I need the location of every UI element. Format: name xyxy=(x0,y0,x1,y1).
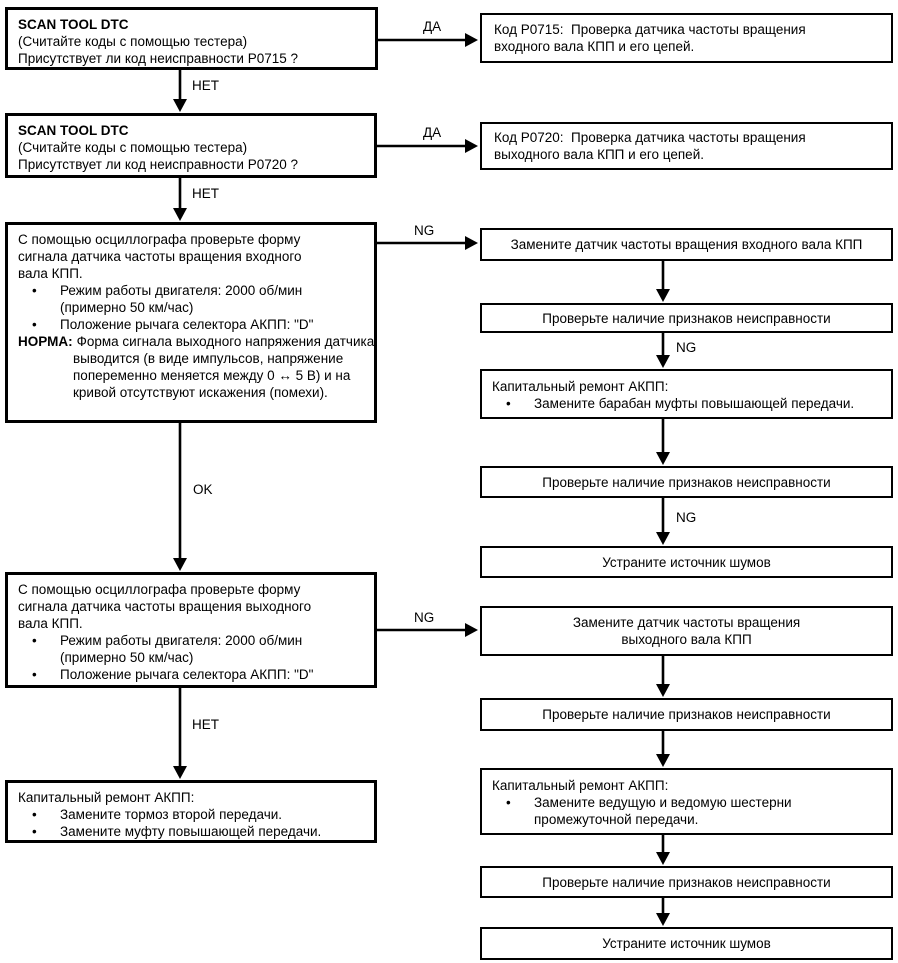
node-question: Присутствует ли код неисправности P0715 … xyxy=(18,51,298,66)
node-text: С помощью осциллографа проверьте форму с… xyxy=(18,232,302,281)
node-overhaul-drum: Капитальный ремонт АКПП: • Замените бара… xyxy=(480,369,893,419)
node-replace-output-sensor: Замените датчик частоты вращения выходно… xyxy=(480,606,893,656)
node-overhaul-second-brake: Капитальный ремонт АКПП: • Замените торм… xyxy=(5,780,377,843)
node-question: Присутствует ли код неисправности P0720 … xyxy=(18,157,298,172)
norm-text: Форма сигнала выходного напряжения датчи… xyxy=(73,334,375,400)
node-text: Код P0715: Проверка датчика частоты вращ… xyxy=(494,22,810,54)
label-no-2: НЕТ xyxy=(192,186,219,201)
node-eliminate-noise-2: Устраните источник шумов xyxy=(480,927,893,960)
node-replace-input-sensor: Замените датчик частоты вращения входног… xyxy=(480,228,893,261)
node-text: Проверьте наличие признаков неисправност… xyxy=(542,310,831,326)
label-no-1: НЕТ xyxy=(192,78,219,93)
node-title: SCAN TOOL DTC xyxy=(18,123,129,138)
label-ng-1: NG xyxy=(414,223,435,238)
bullet-text: Положение рычага селектора АКПП: "D" xyxy=(60,317,314,332)
node-check-symptoms-4: Проверьте наличие признаков неисправност… xyxy=(480,866,893,898)
node-line: (Считайте коды с помощью тестера) xyxy=(18,140,248,155)
node-text: С помощью осциллографа проверьте форму с… xyxy=(18,582,312,631)
label-ok-1: OK xyxy=(193,482,213,497)
bullet-icon: • xyxy=(32,824,37,839)
bullet-icon: • xyxy=(32,283,37,298)
label-ng-2: NG xyxy=(676,340,697,355)
list-item: • Замените барабан муфты повышающей пере… xyxy=(492,395,881,412)
bullet-text: Режим работы двигателя: 2000 об/мин (при… xyxy=(60,633,303,665)
node-scan-dtc-p0720: SCAN TOOL DTC (Считайте коды с помощью т… xyxy=(5,113,377,178)
node-text: Устраните источник шумов xyxy=(602,936,771,951)
node-title: Капитальный ремонт АКПП: xyxy=(18,790,195,805)
norm-label: НОРМА: xyxy=(18,334,73,349)
label-ng-4: NG xyxy=(414,610,435,625)
node-text: Проверьте наличие признаков неисправност… xyxy=(542,874,831,890)
node-text: Код P0720: Проверка датчика частоты вращ… xyxy=(494,130,810,162)
node-line: (Считайте коды с помощью тестера) xyxy=(18,34,248,49)
node-overhaul-gears: Капитальный ремонт АКПП: • Замените веду… xyxy=(480,768,893,835)
label-ng-3: NG xyxy=(676,510,697,525)
bullet-icon: • xyxy=(32,633,37,648)
list-item: • Режим работы двигателя: 2000 об/мин (п… xyxy=(18,632,364,666)
label-yes-2: ДА xyxy=(423,125,442,140)
list-item: • Замените ведущую и ведомую шестерни пр… xyxy=(492,794,881,828)
bullet-text: Положение рычага селектора АКПП: "D" xyxy=(60,667,314,682)
node-title: SCAN TOOL DTC xyxy=(18,17,129,32)
node-oscilloscope-output-shaft: С помощью осциллографа проверьте форму с… xyxy=(5,572,377,688)
node-text: Проверьте наличие признаков неисправност… xyxy=(542,474,831,490)
node-text: Проверьте наличие признаков неисправност… xyxy=(542,707,831,722)
bullet-icon: • xyxy=(506,396,511,411)
node-check-symptoms-3: Проверьте наличие признаков неисправност… xyxy=(480,698,893,731)
bullet-text: Замените барабан муфты повышающей переда… xyxy=(534,396,855,411)
bullet-text: Замените тормоз второй передачи. xyxy=(60,807,283,822)
label-yes-1: ДА xyxy=(423,19,442,34)
node-oscilloscope-input-shaft: С помощью осциллографа проверьте форму с… xyxy=(5,222,377,423)
node-text: Замените датчик частоты вращения входног… xyxy=(510,237,863,252)
list-item: • Замените тормоз второй передачи. xyxy=(18,806,364,823)
bullet-icon: • xyxy=(32,807,37,822)
bullet-icon: • xyxy=(32,317,37,332)
node-check-symptoms-2: Проверьте наличие признаков неисправност… xyxy=(480,466,893,498)
node-text-line: Замените датчик частоты вращения xyxy=(572,615,801,630)
bullet-text: Режим работы двигателя: 2000 об/мин (при… xyxy=(60,283,303,315)
node-code-p0715-info: Код P0715: Проверка датчика частоты вращ… xyxy=(480,13,893,63)
node-code-p0720-info: Код P0720: Проверка датчика частоты вращ… xyxy=(480,122,893,170)
norm-block: НОРМА:Форма сигнала выходного напряжения… xyxy=(18,333,380,401)
list-item: • Положение рычага селектора АКПП: "D" xyxy=(18,666,364,683)
bullet-text: Замените муфту повышающей передачи. xyxy=(60,824,322,839)
bullet-icon: • xyxy=(32,667,37,682)
node-eliminate-noise-1: Устраните источник шумов xyxy=(480,546,893,578)
list-item: • Режим работы двигателя: 2000 об/мин (п… xyxy=(18,282,364,316)
list-item: • Замените муфту повышающей передачи. xyxy=(18,823,364,840)
bullet-icon: • xyxy=(506,795,511,810)
node-check-symptoms-1: Проверьте наличие признаков неисправност… xyxy=(480,303,893,333)
bullet-text: Замените ведущую и ведомую шестерни пром… xyxy=(534,795,792,827)
label-no-3: НЕТ xyxy=(192,717,219,732)
node-text: Устраните источник шумов xyxy=(602,554,771,570)
list-item: • Положение рычага селектора АКПП: "D" xyxy=(18,316,364,333)
node-scan-dtc-p0715: SCAN TOOL DTC (Считайте коды с помощью т… xyxy=(5,7,378,70)
node-text-line: выходного вала КПП xyxy=(621,632,752,647)
node-title: Капитальный ремонт АКПП: xyxy=(492,778,669,793)
node-title: Капитальный ремонт АКПП: xyxy=(492,379,669,394)
